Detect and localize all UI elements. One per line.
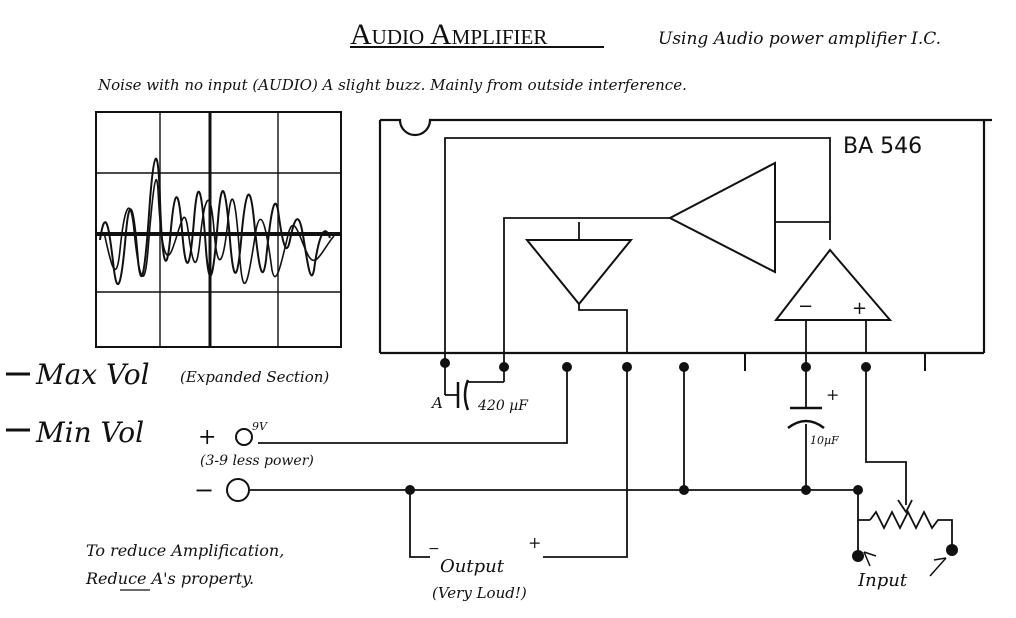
capacitor-a: A 420 µF (430, 379, 529, 414)
input-arrow-right (929, 557, 947, 577)
positive-sign: + (198, 425, 216, 450)
capacitor-10uf-polarity: + (826, 385, 839, 404)
capacitor-a-value: 420 µF (477, 398, 529, 414)
negative-terminal (226, 478, 250, 502)
supply-note: (3-9 less power) (200, 453, 314, 469)
scope-frame (95, 111, 342, 348)
internal-feedback-wire (444, 137, 831, 353)
opamp-input-stage (773, 248, 893, 321)
ic-pins (744, 353, 926, 371)
input-label: Input (857, 570, 908, 591)
noise-waveform (99, 157, 331, 286)
supply-terminals: + 9V (3-9 less power) − (194, 420, 314, 504)
supply-voltage: 9V (252, 420, 268, 433)
page-title: Audio Amplifier (350, 18, 547, 51)
output-note: (Very Loud!) (432, 584, 527, 602)
volume-potentiometer (869, 499, 942, 531)
page-subtitle: Using Audio power amplifier I.C. (658, 29, 941, 49)
noise-waveform-2 (103, 179, 335, 285)
noise-note: Noise with no input (AUDIO) A slight buz… (97, 76, 687, 94)
ic-name: BA 546 (843, 134, 922, 159)
positive-terminal (235, 428, 253, 446)
scope-grid (96, 112, 341, 347)
expanded-note: (Expanded Section) (180, 368, 329, 386)
output-plus-sign: + (528, 533, 541, 552)
capacitor-10uf: + 10µF (787, 385, 839, 447)
reduce-note-line1: To reduce Amplification, (86, 541, 284, 560)
reduce-note-line2: Reduce A's property. (85, 569, 254, 588)
output-stage-wire (578, 304, 628, 353)
max-vol-label: Max Vol (35, 358, 150, 391)
output-minus-sign: − (428, 541, 440, 557)
output-label: Output (440, 556, 505, 577)
driver-to-pin3-wire (503, 217, 670, 353)
ic-notch (380, 118, 992, 137)
ic-ba546: BA 546 − + (378, 118, 992, 371)
min-vol-label: Min Vol (35, 416, 144, 449)
oscilloscope-trace (95, 111, 342, 348)
external-wiring (250, 353, 953, 558)
input-terminal-1 (852, 550, 864, 562)
output-stage (524, 239, 634, 306)
driver-stage (667, 161, 776, 274)
opamp-minus-label: − (798, 296, 813, 317)
output-section: − + Output (Very Loud!) (428, 533, 541, 602)
capacitor-a-label: A (430, 394, 443, 412)
capacitor-10uf-value: 10µF (810, 434, 839, 447)
junction-dots (405, 358, 958, 562)
opamp-plus-label: + (852, 298, 867, 319)
negative-sign: − (194, 476, 214, 504)
input-arrow-left (863, 551, 877, 567)
input-terminal-2 (946, 544, 958, 556)
